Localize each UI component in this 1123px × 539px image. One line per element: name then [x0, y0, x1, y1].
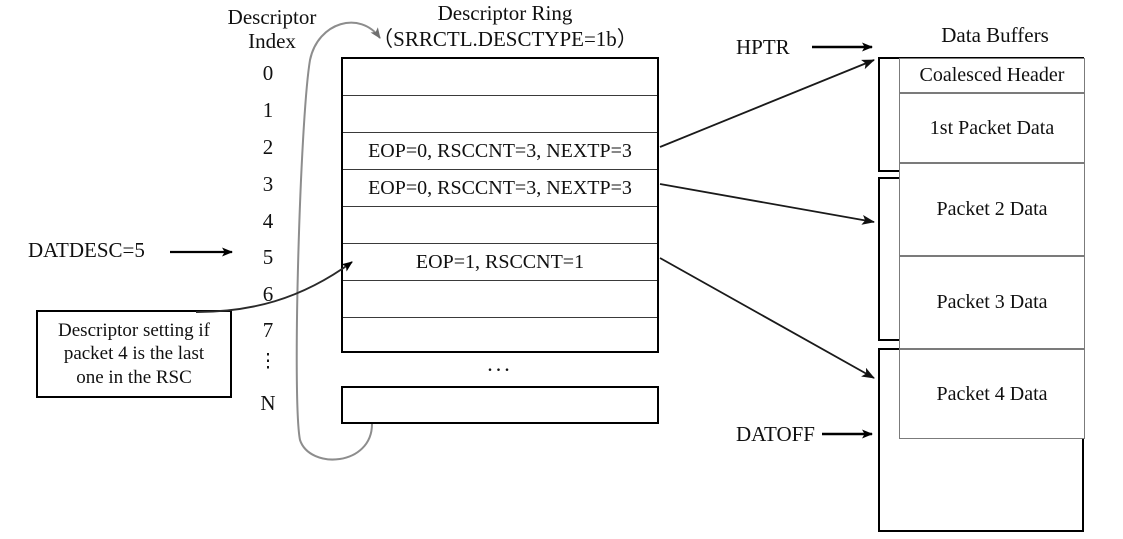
- index-cell-0: 0: [262, 61, 274, 85]
- row3-to-buffer2-arrow: [659, 183, 875, 225]
- ring-row-7[interactable]: [343, 318, 657, 351]
- ring-row-n-text: [343, 388, 657, 422]
- index-cell-ellipsis: ⋮: [258, 351, 278, 372]
- index-cell-3: 3: [262, 172, 274, 196]
- descriptor-index-title: Descriptor Index: [227, 5, 317, 53]
- ring-row-4[interactable]: [343, 207, 657, 244]
- callout-box: Descriptor setting if packet 4 is the la…: [36, 310, 232, 398]
- index-cell-4: 4: [262, 209, 274, 233]
- index-cell-2: 2: [262, 135, 274, 159]
- row5-to-buffer3-arrow: [659, 257, 875, 379]
- callout-text: Descriptor setting if packet 4 is the la…: [58, 320, 210, 388]
- ring-row-1[interactable]: [343, 96, 657, 133]
- ring-row-3[interactable]: EOP=0, RSCCNT=3, NEXTP=3: [343, 170, 657, 207]
- index-cell-1: 1: [262, 98, 274, 122]
- buffer-segment-packet-3-data[interactable]: Packet 3 Data: [899, 256, 1085, 349]
- index-cell-6: 6: [262, 282, 274, 306]
- descriptor-ring-subtitle: （SRRCTL.DESCTYPE=1b）: [372, 27, 638, 51]
- ring-row-0[interactable]: [343, 59, 657, 96]
- index-cell-7: 7: [262, 318, 274, 342]
- descriptor-ring-box: EOP=0, RSCCNT=3, NEXTP=3 EOP=0, RSCCNT=3…: [341, 57, 659, 353]
- ring-row-2[interactable]: EOP=0, RSCCNT=3, NEXTP=3: [343, 133, 657, 170]
- hptr-label: HPTR: [736, 35, 790, 59]
- datoff-label: DATOFF: [736, 422, 815, 446]
- ring-row-6[interactable]: [343, 281, 657, 318]
- descriptor-ring-title: Descriptor Ring: [437, 1, 573, 25]
- buffer-segment-1st-packet-data[interactable]: 1st Packet Data: [899, 93, 1085, 163]
- buffer-segment-packet-2-data[interactable]: Packet 2 Data: [899, 163, 1085, 256]
- buffer-segment-packet-4-data[interactable]: Packet 4 Data: [899, 349, 1085, 439]
- index-cell-n: N: [260, 391, 276, 415]
- datdesc-label: DATDESC=5: [28, 238, 145, 262]
- index-cell-5: 5: [262, 245, 274, 269]
- ring-row-5[interactable]: EOP=1, RSCCNT=1: [343, 244, 657, 281]
- descriptor-ring-ellipsis: ...: [487, 351, 513, 376]
- row2-to-buffer1-arrow: [659, 59, 875, 148]
- data-buffers-title: Data Buffers: [941, 23, 1049, 47]
- descriptor-ring-row-n[interactable]: [341, 386, 659, 424]
- buffer-segment-coalesced-header[interactable]: Coalesced Header: [899, 58, 1085, 93]
